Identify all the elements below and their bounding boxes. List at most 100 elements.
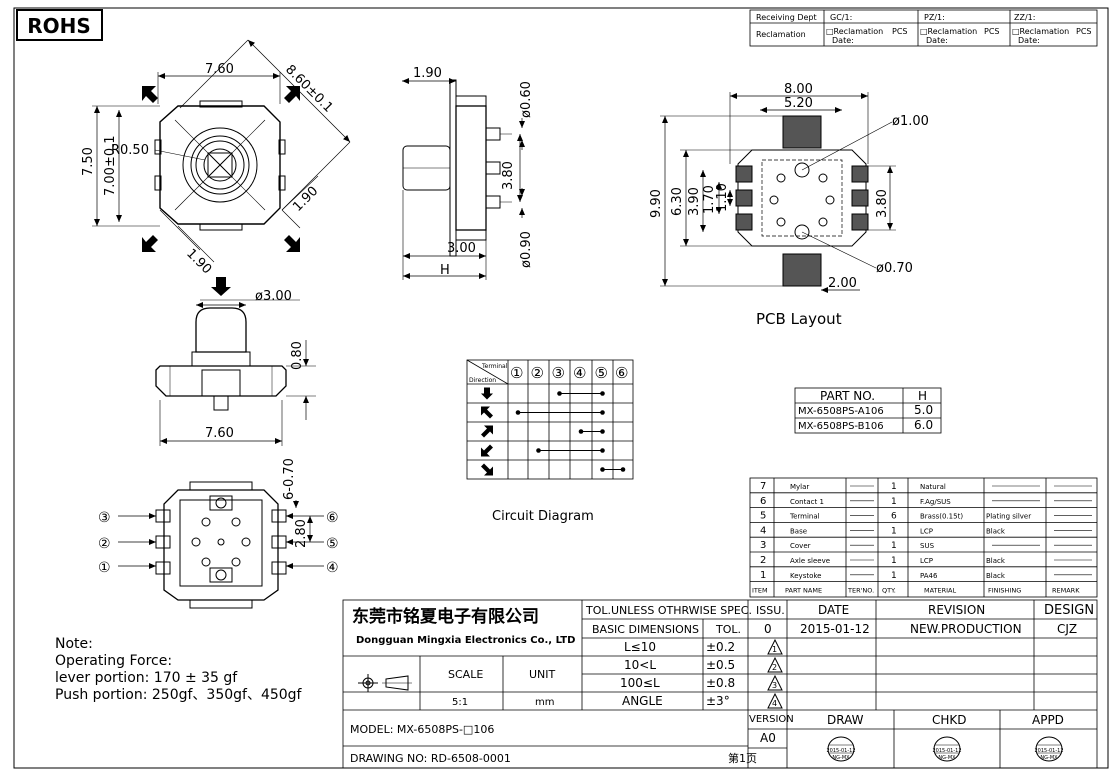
- rohs-text: ROHS: [27, 14, 91, 38]
- date-label: DATE: [818, 603, 849, 617]
- dim-pcb-800: 8.00: [784, 82, 813, 97]
- circuit-dot: [515, 410, 521, 415]
- bom-material: LCP: [920, 527, 933, 535]
- approval-stamp-icon: [827, 736, 855, 762]
- bom-item: 7: [760, 481, 766, 492]
- pz-reclamation: □Reclamation: [920, 27, 977, 36]
- stamp-code: NG-MX: [938, 755, 956, 761]
- dim-top-r050: R0.50: [111, 143, 149, 158]
- pz-pcs: PCS: [984, 27, 1000, 36]
- note-title: Note:: [55, 636, 93, 652]
- circuit-dot: [600, 429, 605, 434]
- bom-partname: Contact 1: [790, 498, 824, 506]
- title-block: [342, 599, 1098, 769]
- front-view: [155, 299, 316, 446]
- pcb-layout: [660, 92, 896, 293]
- revision-triangle-icon: [767, 692, 783, 709]
- bom-finishing: Black: [986, 527, 1006, 535]
- dim-pcb-170: 1.70: [702, 185, 717, 214]
- rev-desc: NEW.PRODUCTION: [910, 622, 1022, 636]
- dim-pcb-390: 3.90: [687, 187, 702, 216]
- dim-pcb-630: 6.30: [670, 187, 685, 216]
- bom-header-cell: MATERIAL: [924, 587, 957, 595]
- bom-material: SUS: [920, 542, 935, 550]
- circuit-arrow-ne-icon: [481, 425, 493, 438]
- circuit-dot: [600, 410, 605, 415]
- bom-header-cell: TER'NO.: [847, 587, 874, 595]
- gc-pcs: PCS: [892, 27, 908, 36]
- issu-label: ISSU.: [756, 604, 785, 617]
- bom-item: 3: [760, 540, 766, 551]
- tol-row3-range: 100≤L: [620, 676, 660, 690]
- dim-pcb-110: 1.10: [715, 183, 730, 212]
- unit-value: mm: [535, 697, 554, 708]
- bom-partname: Base: [790, 527, 807, 535]
- dim-front-300: ø3.00: [255, 289, 292, 304]
- part-table-hdr-h: H: [918, 389, 927, 403]
- tol-row4-range: ANGLE: [622, 694, 663, 708]
- version-value: A0: [760, 731, 776, 745]
- bom-item: 6: [760, 496, 766, 507]
- bom-qty: 1: [891, 541, 897, 551]
- circuit-dot: [600, 448, 605, 453]
- dim-top-190a: 1.90: [290, 184, 321, 215]
- dim-bottom-280: 2.80: [294, 519, 309, 548]
- receiving-table: [749, 9, 1098, 47]
- bom-header-cell: FINISHING: [988, 587, 1021, 595]
- revision-triangle-icon: [767, 674, 783, 691]
- tol-title: TOL.UNLESS OTHRWISE SPEC.: [585, 604, 752, 617]
- rev-date: 2015-01-12: [800, 622, 870, 636]
- dim-top-190b: 1.90: [183, 246, 214, 277]
- arrow-down-icon: [211, 277, 231, 296]
- direction-arrows-top: [142, 86, 300, 252]
- tol-row1-range: L≤10: [624, 640, 656, 654]
- pz-date: Date:: [926, 36, 948, 45]
- bom-qty: 1: [891, 556, 897, 566]
- dim-front-760: 7.60: [205, 426, 234, 441]
- bom-material: Natural: [920, 483, 946, 491]
- circuit-table: [466, 359, 634, 480]
- revision-triangle-number: 1: [772, 645, 777, 654]
- drawing-no-label: DRAWING NO: RD-6508-0001: [350, 752, 511, 765]
- tol-row2-range: 10<L: [624, 658, 656, 672]
- circuit-arrow-down-icon: [481, 387, 493, 400]
- circuit-terminal-5: ⑤: [595, 364, 608, 382]
- circuit-dot: [536, 448, 541, 453]
- part-table-row1-partno: MX-6508PS-A106: [798, 406, 884, 417]
- dim-top-760: 7.60: [205, 62, 234, 77]
- stamp-code: NG-MX: [1040, 755, 1058, 761]
- stamp-date: 2015-01-12: [826, 748, 855, 754]
- circuit-arrow-se-icon: [481, 463, 493, 476]
- note-line2: lever portion: 170 ± 35 gf: [55, 670, 238, 686]
- bom-item: 5: [760, 511, 766, 522]
- tol-row3-value: ±0.8: [706, 676, 735, 690]
- bom-partname: Keystoke: [790, 572, 821, 580]
- unit-label: UNIT: [529, 668, 556, 681]
- stamp-date: 2015-01-12: [1034, 748, 1063, 754]
- dim-top-750: 7.50: [81, 147, 96, 176]
- dim-side-380: 3.80: [501, 161, 516, 190]
- design-label: DESIGN: [1044, 603, 1094, 618]
- rev-issu: 0: [764, 622, 772, 636]
- bom-finishing: Plating silver: [986, 513, 1031, 521]
- bom-partname: Axle sleeve: [790, 557, 830, 565]
- zz-reclamation: □Reclamation: [1012, 27, 1069, 36]
- projection-symbol-icon: [358, 674, 412, 692]
- bom-header-cell: REMARK: [1052, 587, 1080, 595]
- circuit-terminal-4: ④: [573, 364, 586, 382]
- dim-front-080: 0.80: [290, 341, 305, 370]
- pin-1-label: ①: [98, 560, 111, 576]
- circuit-hdr-direction: Direction: [469, 377, 496, 384]
- scale-label: SCALE: [448, 668, 483, 681]
- bom-qty: 6: [891, 512, 897, 522]
- circuit-caption: Circuit Diagram: [492, 509, 594, 524]
- bom-material: F.Ag/SUS: [920, 498, 951, 506]
- bom-header-cell: PART NAME: [785, 587, 822, 595]
- circuit-dot: [600, 391, 605, 396]
- part-table-row2-partno: MX-6508PS-B106: [798, 421, 884, 432]
- part-table-hdr-partno: PART NO.: [820, 389, 875, 403]
- dim-pcb-990: 9.90: [649, 189, 664, 218]
- basic-dimensions-label: BASIC DIMENSIONS: [592, 623, 699, 636]
